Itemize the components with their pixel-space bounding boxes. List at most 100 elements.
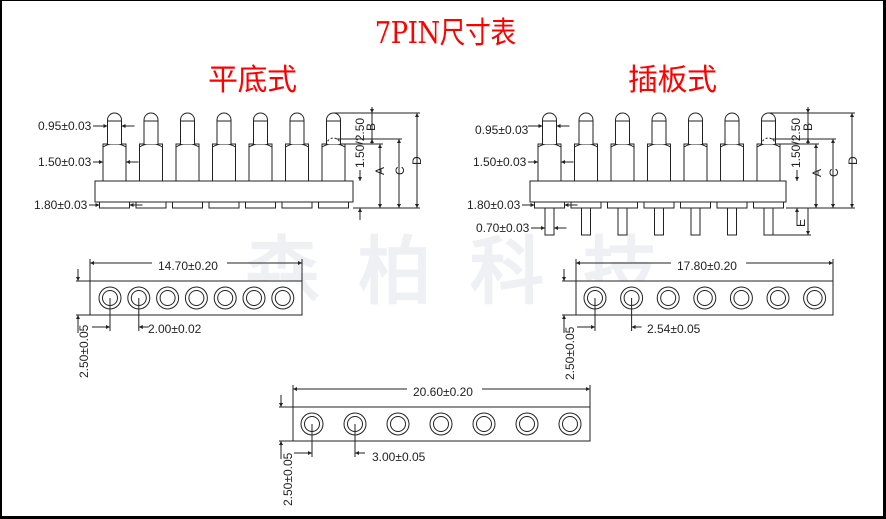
arrowhead	[795, 208, 799, 212]
pin-tail	[763, 207, 774, 236]
pin-hole	[386, 412, 410, 436]
pin	[172, 112, 203, 209]
length-label: 20.60±0.20	[413, 385, 473, 399]
bottom-view-body	[89, 280, 303, 316]
hole-outer-ring	[242, 286, 266, 310]
pin-barrel	[212, 143, 236, 182]
arrowhead	[806, 139, 810, 143]
hole-outer-ring	[271, 286, 295, 310]
pin-barrel	[321, 143, 346, 182]
hole-inner-ring	[806, 290, 823, 306]
hole-inner-ring	[188, 290, 205, 306]
arrowhead	[358, 208, 362, 212]
arrowhead	[103, 124, 108, 128]
dim-d-label: D	[410, 156, 424, 165]
pin-tail	[581, 207, 591, 236]
pin-barrel	[139, 143, 163, 182]
flat-bottom-side-view	[89, 107, 420, 220]
dim-e-label: E	[794, 219, 808, 227]
pin-plunger	[253, 112, 268, 144]
arrowhead	[829, 261, 833, 265]
hole-inner-ring	[159, 290, 176, 306]
through-hole-side-view	[522, 107, 855, 236]
pin	[753, 112, 784, 236]
arrowhead	[121, 124, 126, 128]
pin-hole	[472, 412, 496, 436]
pin	[281, 112, 313, 209]
pin-barrel	[537, 143, 562, 182]
width-label: 2.50±0.05	[77, 324, 91, 378]
arrowhead	[76, 277, 80, 281]
arrowhead	[850, 204, 854, 208]
hole-outer-ring	[558, 412, 582, 436]
pin-barrel	[720, 143, 744, 182]
bottom-view	[76, 259, 303, 333]
arrowhead	[564, 203, 569, 207]
arrowhead	[99, 160, 103, 164]
hole-inner-ring	[562, 416, 578, 432]
hole-inner-ring	[770, 290, 786, 306]
width-label: 2.50±0.05	[281, 452, 295, 506]
pin-plunger	[542, 112, 557, 144]
arrowhead	[76, 315, 80, 319]
pin-barrel	[756, 143, 781, 182]
hole-inner-ring	[519, 416, 535, 432]
hole-inner-ring	[274, 290, 291, 306]
arrowhead	[556, 124, 561, 128]
pin-foot	[318, 201, 349, 209]
pitch-label: 3.00±0.05	[372, 450, 426, 464]
arrowhead	[378, 144, 382, 148]
base-diameter-label: 1.80±0.03	[467, 198, 521, 212]
hole-outer-ring	[429, 412, 453, 436]
bottom-view	[562, 259, 834, 333]
arrowhead	[831, 139, 835, 143]
arrowhead	[138, 325, 143, 329]
watermark-char: 科	[470, 229, 544, 315]
arrowhead	[308, 451, 312, 455]
length-label: 17.80±0.20	[677, 259, 737, 273]
hole-outer-ring	[156, 286, 180, 310]
pin-plunger	[143, 112, 159, 144]
pin-foot	[753, 201, 784, 209]
watermark-char: 柏	[358, 229, 432, 315]
arrowhead	[298, 261, 302, 265]
pin	[135, 112, 167, 209]
dim-d-label: D	[846, 156, 860, 165]
hole-outer-ring	[515, 412, 539, 436]
pin	[208, 112, 240, 209]
hole-inner-ring	[696, 290, 713, 306]
arrowhead	[397, 204, 401, 208]
arrowhead	[591, 325, 595, 329]
arrowhead	[534, 160, 538, 164]
arrowhead	[562, 277, 566, 281]
hole-outer-ring	[213, 286, 237, 310]
pin-hole	[656, 286, 680, 310]
page-title: 7PIN尺寸表	[374, 16, 516, 51]
hole-inner-ring	[733, 290, 750, 306]
hole-outer-ring	[386, 412, 410, 436]
arrowhead	[279, 441, 283, 445]
hole-inner-ring	[433, 416, 449, 432]
pin	[643, 112, 675, 236]
arrowhead	[126, 160, 130, 164]
pin-hole	[766, 286, 790, 310]
pin-foot	[245, 201, 276, 209]
hole-inner-ring	[390, 416, 406, 432]
insulator-body	[94, 180, 354, 203]
pitch-label: 2.00±0.02	[148, 322, 202, 336]
dim-c-label: C	[393, 166, 407, 175]
arrowhead	[814, 144, 818, 148]
pin-hole	[184, 286, 208, 310]
stroke-label: 1.50/2.50	[353, 118, 367, 168]
hole-outer-ring	[472, 412, 496, 436]
arrowhead	[370, 109, 374, 113]
hole-inner-ring	[660, 290, 677, 306]
hole-inner-ring	[476, 416, 492, 432]
arrowhead	[370, 139, 374, 143]
arrowhead	[358, 177, 362, 181]
hole-outer-ring	[656, 286, 680, 310]
pin-foot	[680, 201, 711, 209]
arrowhead	[850, 113, 854, 117]
pin-hole	[558, 412, 582, 436]
pin-foot	[208, 201, 240, 209]
